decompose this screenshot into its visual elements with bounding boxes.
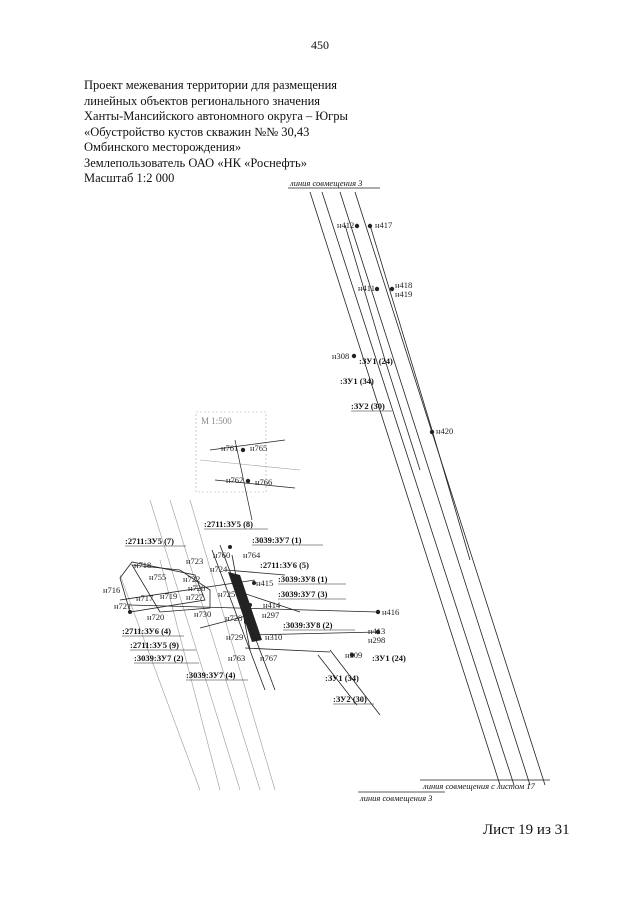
point-label: н760 [213, 550, 230, 560]
parcel-label: :3039:ЗУ8 (1) [278, 574, 328, 584]
point-label: н728 [225, 613, 242, 623]
parcel-label: :ЗУ1 (24) [359, 356, 393, 366]
parcel-label: :3039:ЗУ7 (1) [252, 535, 302, 545]
parcel-underlines [122, 410, 392, 705]
junction-label-sheet17: линия совмещения с листом 17 [422, 781, 536, 791]
document-header: Проект межевания территории для размещен… [84, 78, 348, 187]
point-label: н723 [186, 556, 203, 566]
parcel-label: :ЗУ1 (34) [340, 376, 374, 386]
parcel-labels: :ЗУ1 (24) :ЗУ1 (34) :ЗУ2 (30) :2711:ЗУ5 … [122, 356, 406, 704]
point-label: н729 [226, 632, 243, 642]
point-label: н415 [256, 578, 273, 588]
point-label: н763 [228, 653, 245, 663]
point-label: н414 [263, 600, 281, 610]
point-label: н755 [149, 572, 166, 582]
junction-label-top: линия совмещения 3 [289, 178, 362, 188]
scale-inset-frame: М 1:500 [195, 411, 296, 521]
point-label: н413 [368, 626, 385, 636]
sheet-number: Лист 19 из 31 [483, 822, 570, 838]
point-label: н417 [375, 220, 392, 230]
junction-lines [288, 187, 550, 793]
point-label: н730 [194, 609, 211, 619]
point-label: н416 [382, 607, 399, 617]
parcel-label: :ЗУ1 (24) [372, 653, 406, 663]
page-number: 450 [311, 38, 329, 52]
point-label: н419 [395, 289, 412, 299]
point-label: н717 [136, 593, 153, 603]
parcel-fill [228, 572, 262, 642]
point-label: н764 [243, 550, 261, 560]
point-label: н766 [255, 477, 272, 487]
point-label: н761 [221, 443, 238, 453]
point-label: н727 [186, 592, 203, 602]
parcel-label: :2711:ЗУ5 (7) [125, 536, 174, 546]
parcel-label: :2711:ЗУ6 (5) [260, 560, 309, 570]
point-labels: н412 н417 н411 н418 н419 н308 н420 н761 … [103, 220, 453, 663]
point-label: н725 [218, 589, 235, 599]
point-label: н309 [345, 650, 362, 660]
parcel-label: :2711:ЗУ5 (8) [204, 519, 253, 529]
parcel-label: :3039:ЗУ7 (4) [186, 670, 236, 680]
parcel-label: :2711:ЗУ5 (9) [130, 640, 179, 650]
parcel-label: :ЗУ1 (34) [325, 673, 359, 683]
point-label: н308 [332, 351, 349, 361]
point-label: н722 [183, 574, 200, 584]
point-label: н411 [358, 283, 375, 293]
header-line: «Обустройство кустов скважин №№ 30,43 [84, 124, 310, 139]
point-label: н298 [368, 635, 385, 645]
survey-points [128, 223, 435, 658]
point-label: н721 [114, 601, 131, 611]
scale-inset-label: М 1:500 [201, 416, 232, 426]
parcel-label: :3039:ЗУ7 (3) [278, 589, 328, 599]
header-line: Проект межевания территории для размещен… [84, 78, 338, 92]
scale-line: Масштаб 1:2 000 [84, 171, 175, 185]
point-label: н719 [160, 591, 177, 601]
point-label: н767 [260, 653, 277, 663]
point-label: н418 [395, 280, 412, 290]
point-label: н412 [337, 220, 354, 230]
point-label: н310 [265, 632, 282, 642]
parcel-label: :ЗУ2 (30) [333, 694, 367, 704]
header-line: Землепользователь ОАО «НК «Роснефть» [84, 155, 307, 170]
parcel-label: :3039:ЗУ8 (2) [283, 620, 333, 630]
point-label: н297 [262, 610, 279, 620]
point-label: н724 [210, 564, 228, 574]
parcel-label: :ЗУ2 (30) [351, 401, 385, 411]
corridor-lines [309, 191, 546, 786]
header-line: Омбинского месторождения» [84, 140, 242, 154]
point-label: н762 [226, 475, 243, 485]
point-label: н716 [103, 585, 120, 595]
parcel-label: :3039:ЗУ7 (2) [134, 653, 184, 663]
header-line: Ханты-Мансийского автономного округа – Ю… [84, 109, 348, 123]
point-label: н718 [134, 560, 151, 570]
parcel-label: :2711:ЗУ6 (4) [122, 626, 171, 636]
road-strips [119, 459, 301, 791]
header-line: линейных объектов регионального значения [84, 93, 321, 108]
junction-label-bottom: линия совмещения 3 [359, 793, 432, 803]
point-label: н765 [250, 443, 267, 453]
point-label: н720 [147, 612, 164, 622]
point-label: н726 [188, 583, 205, 593]
point-label: н420 [436, 426, 453, 436]
